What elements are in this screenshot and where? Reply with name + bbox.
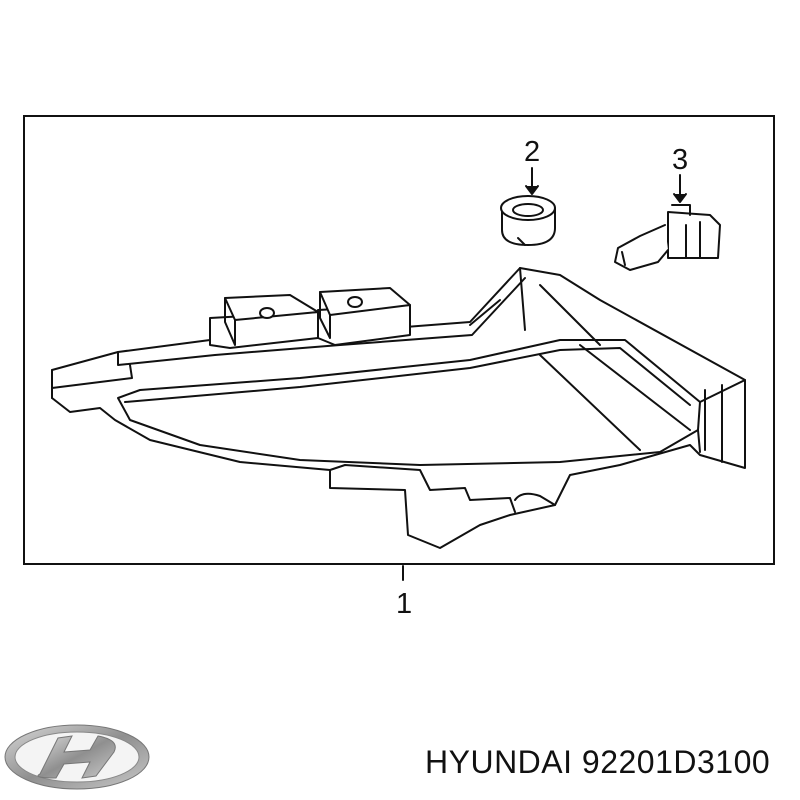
bulb-socket bbox=[500, 167, 556, 246]
mounting-tab-left bbox=[209, 294, 319, 349]
fog-lamp-bulb bbox=[614, 174, 721, 271]
brand-name: HYUNDAI bbox=[425, 744, 573, 780]
callout-3: 3 bbox=[672, 144, 689, 176]
mounting-tab-right bbox=[317, 287, 411, 346]
diagram-frame bbox=[23, 115, 775, 565]
callout-1: 1 bbox=[396, 588, 413, 620]
callout-2: 2 bbox=[524, 136, 541, 168]
fog-lamp-housing bbox=[51, 267, 746, 549]
part-caption: HYUNDAI 92201D3100 bbox=[425, 744, 770, 781]
hyundai-logo-icon bbox=[4, 724, 150, 790]
part-number: 92201D3100 bbox=[581, 744, 771, 780]
